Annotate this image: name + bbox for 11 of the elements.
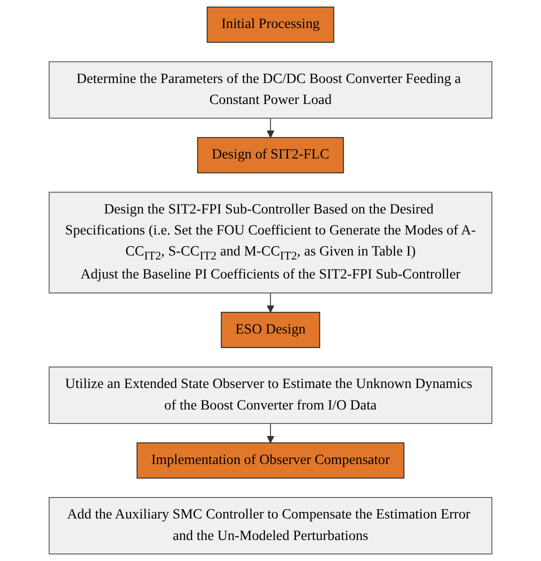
node-box: ESO Design [220, 312, 320, 348]
arrow [266, 118, 274, 138]
node-box: Determine the Parameters of the DC/DC Boost Converter Feeding a Constant Power Load [48, 61, 492, 119]
node-box: Initial Processing [206, 6, 334, 43]
arrow [266, 292, 274, 313]
node-box: Implementation of Observer Compensator [136, 442, 404, 479]
node-box: Add the Auxiliary SMC Controller to Compensate the Estimation Error and the Un-Modeled Perturbations [48, 497, 492, 554]
node-box: Utilize an Extended State Observer to Estimate the Unknown Dynamics of the Boost Converter from I/O Data [48, 366, 492, 424]
node-box: Design the SIT2-FPI Sub-Controller Based on the Desired Specifications (i.e. Set the FOU Coefficient to Generate the Modes of A-CC$_{IT2}$, S-CC$_{IT2}$ and M-CC$_{IT2}$, as Given in Table I) Adjust the Baseline PI Coefficients of the SIT2-FPI Sub-Controller [48, 192, 492, 294]
arrow [266, 423, 274, 444]
node-box: Design of SIT2-FLC [197, 137, 344, 174]
